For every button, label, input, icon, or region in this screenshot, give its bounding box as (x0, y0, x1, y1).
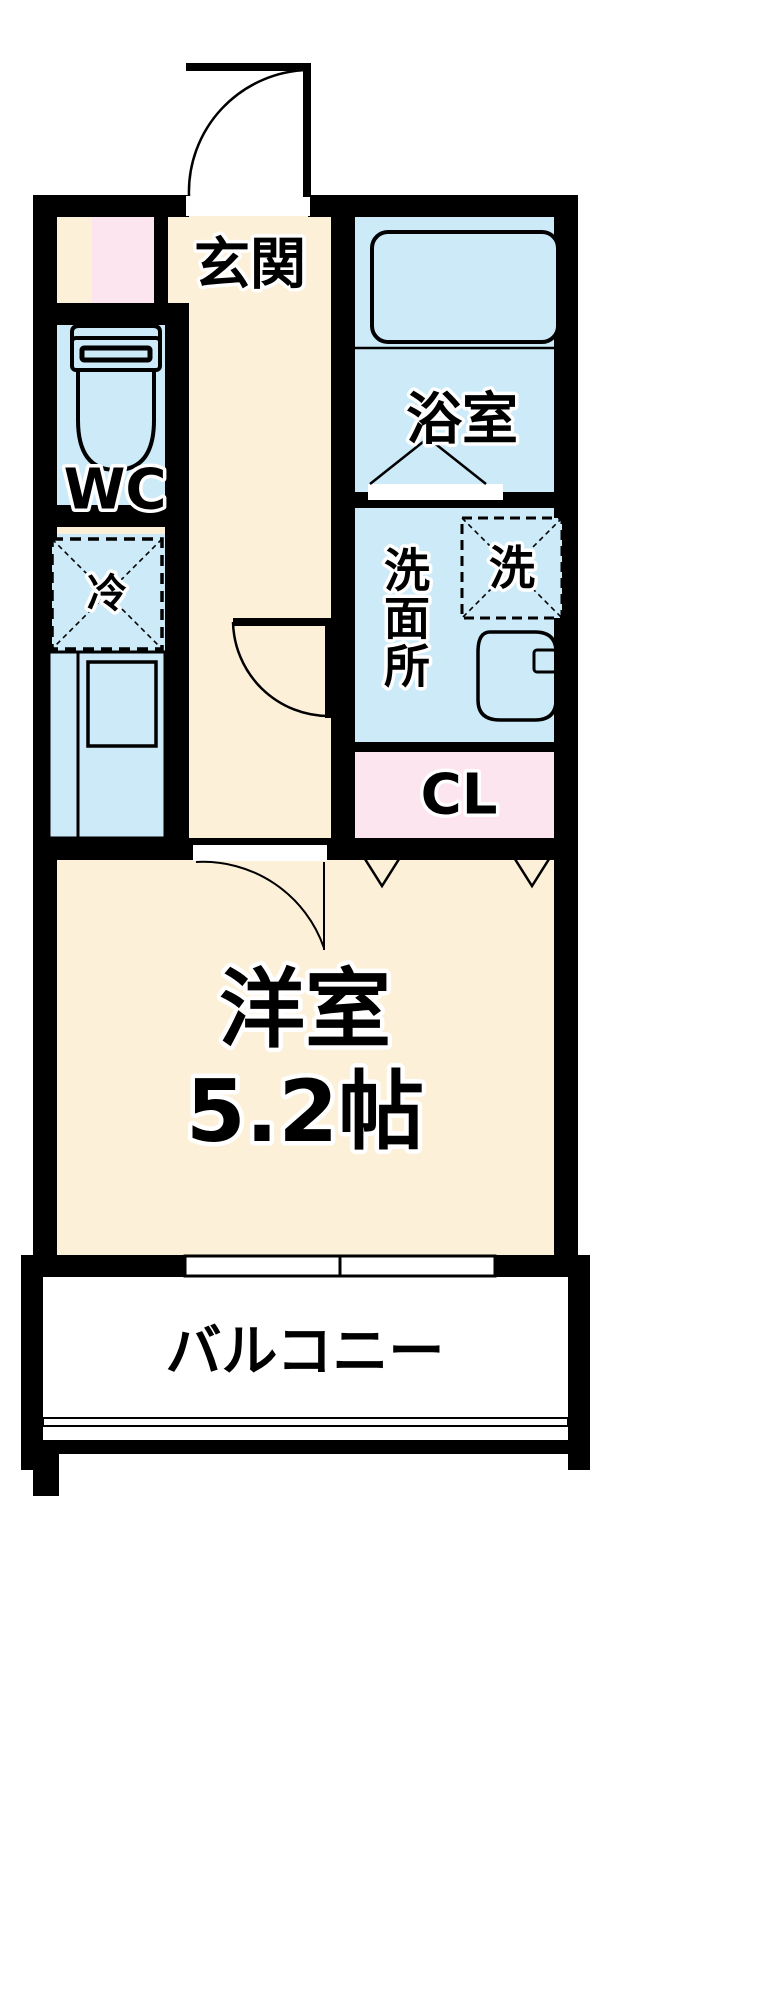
label-wc: WC (64, 458, 167, 523)
wall-top-left (33, 195, 189, 217)
bath-door-swing (369, 436, 487, 485)
wall-entrance-closet-right (154, 213, 168, 308)
wall-hall-washroom (331, 513, 355, 753)
toilet-fixture (70, 324, 162, 473)
label-closet: CL (421, 763, 498, 828)
wc-door-jamb (182, 330, 186, 500)
entrance-door-opening (186, 196, 310, 216)
wall-outer-left-lower (33, 848, 57, 1266)
room-swing-door[interactable] (231, 618, 333, 718)
entrance-door-swing-arc (187, 68, 309, 197)
balcony-sliding-window[interactable] (183, 1254, 497, 1278)
fridge-cross-b (51, 538, 163, 650)
bath-folding-door[interactable] (368, 436, 503, 500)
kitchen-sink-basin (86, 660, 158, 748)
closet-door-panel-1 (356, 847, 408, 889)
label-yoshitsu-area: 5.2帖 (186, 1062, 424, 1162)
washer-cross-a (461, 517, 563, 619)
wall-kitchen-right (165, 527, 189, 848)
kitchen-counter (47, 650, 167, 840)
fridge-space (50, 537, 164, 651)
main-room-entry-door[interactable] (193, 845, 327, 950)
main-room-door-opening (193, 845, 327, 861)
washer-space (460, 516, 564, 620)
balcony-rail (42, 1417, 569, 1427)
fridge-cross-a (51, 538, 163, 650)
wall-hall-bath (331, 213, 355, 513)
bathtub (355, 230, 575, 350)
wall-balcony-bottom (21, 1440, 590, 1454)
closet-floor-fill (351, 750, 575, 848)
entrance-closet-fill (92, 213, 154, 308)
toilet-lid-handle (79, 345, 153, 363)
label-refrigerator: 冷 (87, 571, 127, 617)
label-balcony: バルコニー (166, 1320, 445, 1385)
main-room-door-arc (195, 860, 325, 949)
wall-washroom-closet (351, 742, 575, 752)
entrance-door-head (186, 63, 311, 71)
washbasin (476, 630, 558, 722)
wall-top-right (308, 195, 578, 217)
wall-hall-closet (331, 753, 355, 848)
bath-door-opening (368, 484, 503, 500)
closet-door-panel-2 (506, 847, 558, 889)
label-yokushitsu: 浴室 (406, 388, 518, 453)
label-genkan: 玄関 (194, 233, 306, 298)
wall-balcony-right (568, 1255, 590, 1470)
washbasin-bowl (476, 630, 558, 722)
label-sentaku: 洗 (489, 541, 535, 595)
label-yoshitsu: 洋室 (219, 960, 391, 1060)
room-door-swing-arc (231, 621, 330, 718)
wall-wc-top (47, 303, 189, 325)
label-senmenjo: 洗面所 (377, 546, 431, 690)
washbasin-faucet (532, 648, 558, 674)
wall-wc-bottom (47, 505, 189, 527)
entrance-door-leaf (303, 67, 311, 197)
toilet-tank-top (70, 324, 162, 343)
wall-balcony-foot-left (33, 1454, 59, 1496)
washer-cross-b (461, 517, 563, 619)
room-door-leaf (325, 618, 333, 718)
room-door-head (233, 618, 333, 626)
wall-balcony-left (21, 1255, 43, 1470)
wall-outer-right-lower (554, 848, 578, 1266)
closet-folding-doors[interactable] (356, 847, 558, 889)
entrance-door[interactable] (186, 63, 311, 216)
bathtub-outline (370, 230, 560, 344)
toilet-bowl (76, 368, 156, 473)
